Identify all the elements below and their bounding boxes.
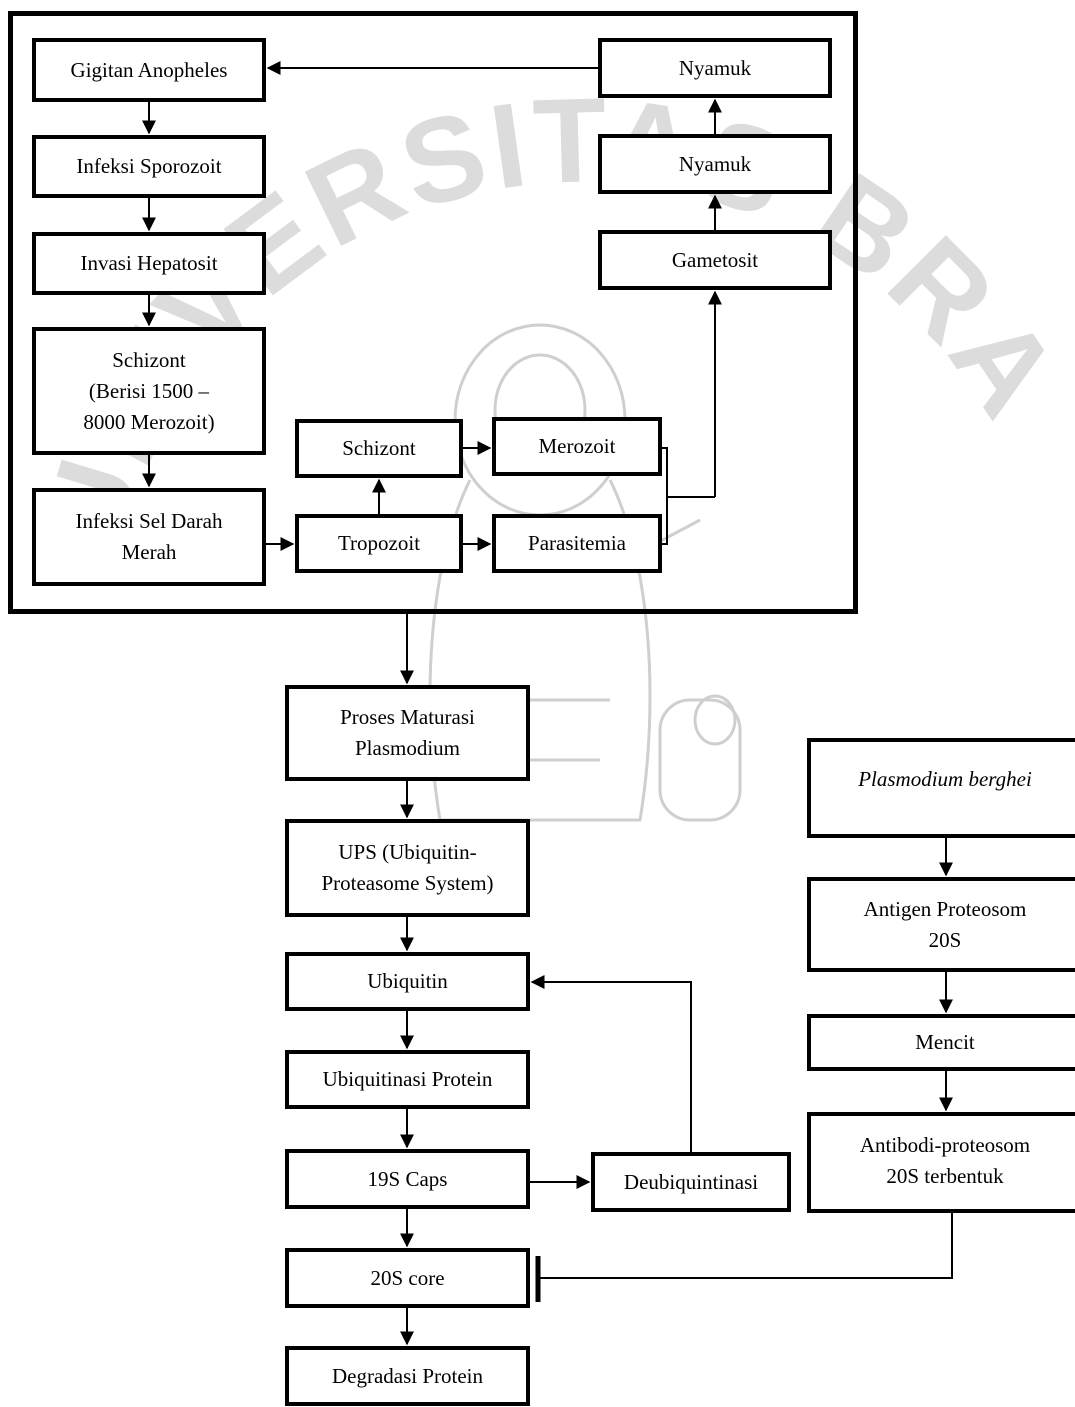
node-nyamuk-lower: Nyamuk (598, 134, 832, 194)
node-label: Tropozoit (338, 528, 420, 559)
node-schizont-blood: Schizont (295, 419, 463, 478)
node-label: Merozoit (539, 431, 616, 462)
node-label-line: UPS (Ubiquitin- (338, 840, 477, 864)
node-label-line: Mencit (915, 1030, 975, 1054)
node-label-line: Parasitemia (528, 531, 626, 555)
node-label: UPS (Ubiquitin- Proteasome System) (321, 837, 493, 899)
node-degradasi-protein: Degradasi Protein (285, 1346, 530, 1406)
node-label-line: Gigitan Anopheles (70, 57, 228, 82)
bracket-merozoit-parasitemia (662, 447, 668, 545)
node-label-line: Ubiquitin (367, 969, 448, 993)
node-label: 19S Caps (368, 1164, 448, 1195)
node-mencit: Mencit (807, 1014, 1075, 1071)
node-label-line: Plasmodium berghei (858, 767, 1032, 791)
node-label-line: Deubiquintinasi (623, 1169, 759, 1194)
node-label-line: Merah (121, 540, 177, 564)
node-parasitemia: Parasitemia (492, 514, 662, 573)
node-label: Gametosit (672, 245, 758, 276)
node-label-line: Nyamuk (678, 55, 752, 80)
node-plasmodium-berghei: Plasmodium berghei (807, 738, 1075, 838)
node-label-line: Antibodi-proteosom (859, 1133, 1031, 1157)
node-label: 20S core (370, 1263, 444, 1294)
node-label-line: Tropozoit (337, 531, 421, 555)
node-label: Invasi Hepatosit (80, 248, 217, 279)
node-label: Schizont (342, 433, 416, 464)
node-label: Nyamuk (679, 149, 751, 180)
node-gigitan-anopheles: Gigitan Anopheles (32, 38, 266, 102)
node-label-line: Proses Maturasi (340, 705, 475, 729)
node-label: Mencit (915, 1027, 974, 1058)
node-label-line: Degradasi Protein (331, 1363, 484, 1388)
node-label-line: 20S (928, 927, 962, 952)
node-label-line: 19S Caps (367, 1166, 448, 1191)
node-label: Ubiquitin (367, 966, 448, 997)
node-label-line: (Berisi 1500 – (88, 378, 210, 403)
inhibition-line-antibodi-to-20s (540, 1213, 953, 1279)
node-label-line: Merozoit (538, 434, 616, 458)
node-ubiquitinasi-protein: Ubiquitinasi Protein (285, 1050, 530, 1109)
node-label-line: Schizont (112, 347, 186, 372)
node-label-line: 20S core (370, 1265, 445, 1290)
node-label: Schizont (Berisi 1500 – 8000 Merozoit) (83, 345, 214, 438)
node-nyamuk-upper: Nyamuk (598, 38, 832, 98)
node-label-line: Gametosit (671, 247, 759, 272)
node-label-line: Invasi Hepatosit (80, 251, 218, 275)
node-gametosit: Gametosit (598, 230, 832, 290)
node-label-line: Schizont (342, 436, 416, 460)
node-invasi-hepatosit: Invasi Hepatosit (32, 232, 266, 295)
node-antigen-proteosom: Antigen Proteosom 20S (807, 877, 1075, 972)
node-label: Deubiquintinasi (624, 1167, 758, 1198)
node-label: Plasmodium berghei (858, 764, 1032, 795)
node-deubiquintinasi: Deubiquintinasi (591, 1152, 791, 1212)
node-label: Infeksi Sporozoit (76, 151, 221, 182)
node-label-line: Infeksi Sel Darah (75, 509, 223, 533)
node-antibodi-proteosom: Antibodi-proteosom 20S terbentuk (807, 1112, 1075, 1213)
node-label: Ubiquitinasi Protein (323, 1064, 493, 1095)
node-label-line: 8000 Merozoit) (83, 409, 215, 434)
lifecycle-frame (8, 11, 858, 614)
node-label-line: Nyamuk (678, 151, 752, 176)
node-tropozoit: Tropozoit (295, 514, 463, 573)
node-label: Antigen Proteosom 20S (864, 894, 1027, 956)
node-19s-caps: 19S Caps (285, 1149, 530, 1209)
node-infeksi-sporozoit: Infeksi Sporozoit (32, 135, 266, 198)
node-label-line: 20S terbentuk (886, 1164, 1004, 1188)
node-schizont-liver: Schizont (Berisi 1500 – 8000 Merozoit) (32, 327, 266, 455)
node-label: Degradasi Protein (332, 1361, 483, 1392)
node-label-line: Infeksi Sporozoit (76, 154, 222, 178)
node-label-line: Ubiquitinasi Protein (322, 1067, 493, 1091)
node-merozoit: Merozoit (492, 417, 662, 476)
node-20s-core: 20S core (285, 1248, 530, 1308)
node-ups: UPS (Ubiquitin- Proteasome System) (285, 819, 530, 917)
node-label-line: Proteasome System) (321, 871, 494, 895)
node-label-line: Antigen Proteosom (863, 896, 1027, 921)
node-ubiquitin: Ubiquitin (285, 952, 530, 1011)
node-label-line: Plasmodium (354, 736, 460, 760)
arrow-deubiquintinasi-to-ubiquitin (530, 975, 692, 1152)
node-label: Antibodi-proteosom 20S terbentuk (860, 1130, 1030, 1192)
node-label: Gigitan Anopheles (71, 55, 228, 86)
node-label: Nyamuk (679, 53, 751, 84)
node-label: Parasitemia (528, 528, 626, 559)
